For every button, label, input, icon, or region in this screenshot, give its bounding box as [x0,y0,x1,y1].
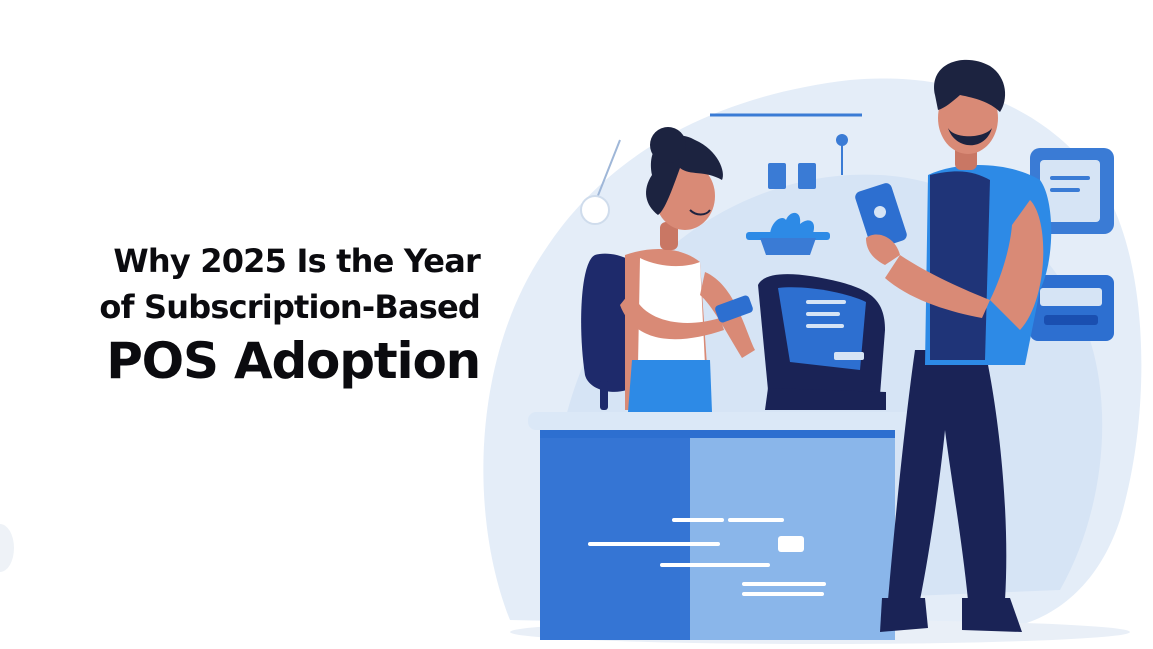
pos-terminal-screen [778,287,866,370]
woman-hair-bun [650,127,686,163]
pos-screen-line-3 [806,324,844,328]
hanging-lamp [580,195,610,225]
headline-line-1: Why 2025 Is the Year [113,242,480,280]
pos-terminal-base [765,388,886,410]
headline-line-2: of Subscription-Based [99,288,480,326]
backpack-strap [600,380,608,410]
plant-pot [760,238,816,255]
man-hair [934,59,1006,112]
wall-screen-top-line-2 [1050,188,1080,192]
headline-line-3: POS Adoption [106,332,481,390]
hanging-lamp-cord [596,139,621,199]
man-shoe-right [962,598,1022,632]
headline: Why 2025 Is the Year of Subscription-Bas… [40,238,481,392]
wall-screen-top-line [1050,176,1090,180]
hanging-tag-left [768,163,786,189]
pos-screen-line-2 [806,312,840,316]
counter-front-left [540,430,690,640]
woman-smile [689,209,711,216]
man-phone-dot [874,206,886,218]
woman-neck [660,222,678,250]
pos-screen-button-row [834,352,864,360]
counter-top [528,412,938,430]
wall-screen-bottom [1030,275,1114,341]
plant-leaves [770,212,815,236]
pendant-light [836,134,848,146]
woman-skirt [628,360,712,412]
wall-screen-bottom-slot [1044,315,1098,325]
counter-plug [778,536,804,552]
counter-line-5 [742,582,826,586]
woman-forearm [620,290,724,340]
man-shoe-left [880,598,928,632]
wall-screen-bottom-inner [1040,288,1102,306]
man-arm [990,200,1044,330]
counter-line-3 [588,542,720,546]
man-vest [930,171,990,360]
counter-front-right [690,430,895,640]
man-forearm [885,255,990,318]
woman-phone [715,295,753,323]
man-hand [866,234,900,265]
hanging-tag-right [798,163,816,189]
counter-line-2 [728,518,784,522]
pos-screen-line-1 [806,300,846,304]
counter-line-1 [672,518,724,522]
counter-line-4 [660,563,770,567]
counter-line-6 [742,592,824,596]
woman-tank-top [638,258,705,365]
counter-trim [540,430,895,438]
left-edge-shadow [0,524,14,572]
man-beard [948,128,992,146]
man-legs [888,350,1007,600]
